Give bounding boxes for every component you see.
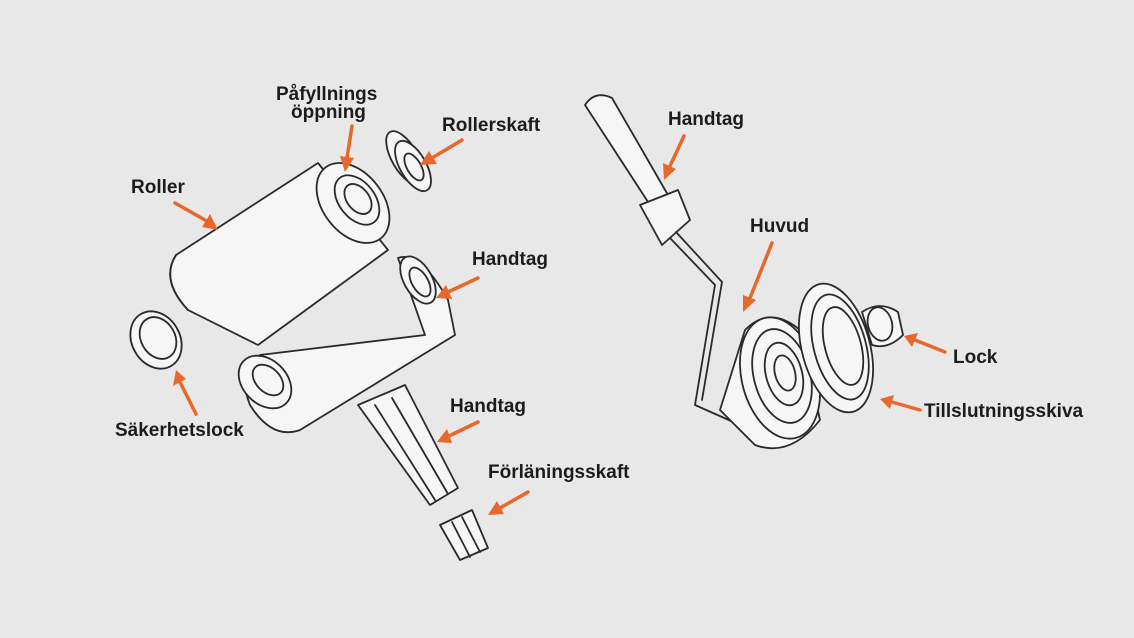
roller-shaft-part — [385, 130, 432, 193]
sealing-disc-part — [798, 282, 874, 414]
extension-shaft-part — [439, 509, 489, 561]
arrow-handtag-bottom-left — [437, 420, 480, 443]
arrow-sakerhetslock — [173, 370, 198, 416]
label-sakerhetslock: Säkerhetslock — [115, 420, 244, 441]
label-pafyllnings: Påfyllnings — [276, 84, 378, 105]
arrow-tillslutningsskiva — [880, 395, 922, 412]
arrow-handtag-top-left — [436, 276, 480, 299]
label-handtag-right: Handtag — [668, 109, 744, 130]
arrow-forlaningsskaft — [488, 490, 530, 515]
handle-rod-part — [584, 94, 741, 426]
arrow-roller — [173, 201, 218, 230]
head-part — [719, 316, 821, 450]
label-oppning: öppning — [291, 102, 366, 123]
label-handtag-top-left: Handtag — [472, 249, 548, 270]
arrow-lock — [904, 333, 947, 354]
handle-shaft-part — [357, 384, 459, 506]
arrow-handtag-right — [663, 134, 686, 180]
label-rollerskaft: Rollerskaft — [442, 115, 541, 136]
roller-part — [169, 162, 391, 346]
label-lock: Lock — [953, 347, 998, 368]
label-huvud: Huvud — [750, 216, 810, 237]
safety-cap-part — [129, 310, 183, 370]
label-handtag-bottom-left: Handtag — [450, 396, 526, 417]
label-roller: Roller — [131, 177, 185, 198]
label-forlaningsskaft: Förläningsskaft — [488, 462, 630, 483]
lock-cap-part — [861, 305, 904, 348]
arrow-rollerskaft — [420, 138, 464, 165]
handle-frame-part — [237, 255, 456, 434]
label-tillslutningsskiva: Tillslutningsskiva — [924, 401, 1084, 422]
arrow-huvud — [743, 241, 774, 312]
arrow-pafyllnings — [340, 124, 354, 172]
